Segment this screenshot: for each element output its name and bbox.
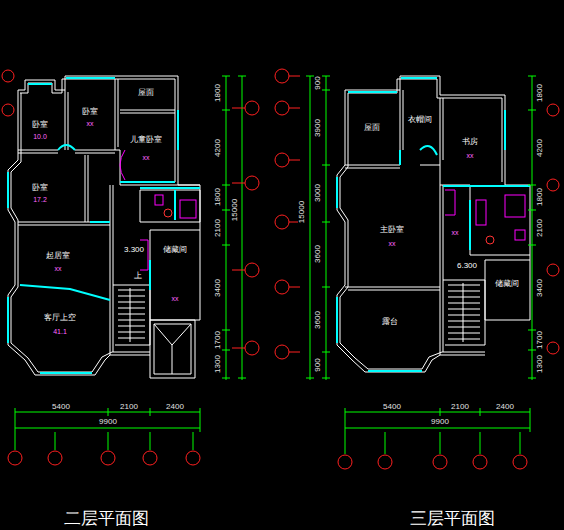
- room-label: xx: [142, 154, 151, 161]
- dimension-label: 3600: [314, 310, 322, 330]
- dimension-label: 1300: [536, 354, 544, 374]
- room-label: 屋面: [137, 89, 155, 97]
- dimension-label: 9900: [430, 418, 450, 426]
- dimension-label: 2100: [450, 403, 470, 411]
- dimension-label: 900: [314, 357, 322, 372]
- room-label: 17.2: [32, 196, 48, 203]
- dimension-label: 900: [314, 75, 322, 90]
- plan-caption: 二层平面图: [63, 510, 150, 527]
- room-label: 儿童卧室: [129, 136, 163, 144]
- room-label: xx: [54, 265, 63, 272]
- dimension-label: 4200: [214, 138, 222, 158]
- room-label: xx: [466, 152, 475, 159]
- room-label: 主卧室: [379, 226, 405, 234]
- room-label: 客厅上空: [43, 314, 77, 322]
- room-label: 41.1: [52, 328, 68, 335]
- dimension-label: 3400: [536, 278, 544, 298]
- dimension-label: 9900: [98, 418, 118, 426]
- dimension-label: 3600: [314, 244, 322, 264]
- dimension-label: 1800: [536, 83, 544, 103]
- dimension-label: 5400: [382, 403, 402, 411]
- room-label: 衣帽间: [407, 116, 433, 124]
- room-label: 露台: [381, 318, 399, 326]
- dimension-label: 1800: [536, 187, 544, 207]
- room-label: 储藏间: [494, 280, 520, 288]
- dimension-label: 1800: [214, 187, 222, 207]
- dimension-label: 1700: [536, 330, 544, 350]
- dimension-label: 2100: [119, 403, 139, 411]
- dimension-label: 3900: [314, 118, 322, 138]
- room-label: 3.300: [123, 246, 145, 254]
- dimension-label: 15000: [298, 200, 306, 224]
- room-label: xx: [451, 229, 460, 236]
- room-label: xx: [171, 295, 180, 302]
- room-label: 卧室: [81, 108, 99, 116]
- room-label: 储藏间: [162, 246, 188, 254]
- dimension-label: 1300: [214, 354, 222, 374]
- dimension-label: 3000: [314, 183, 322, 203]
- dimension-label: 4200: [536, 138, 544, 158]
- room-label: 6.300: [456, 262, 478, 270]
- dimension-label: 1800: [214, 83, 222, 103]
- room-label: xx: [388, 240, 397, 247]
- room-label: xx: [86, 120, 95, 127]
- room-label: 书房: [461, 138, 479, 146]
- room-label: 屋面: [363, 124, 381, 132]
- dimension-label: 2400: [165, 403, 185, 411]
- dimension-label: 2100: [214, 218, 222, 238]
- plan-caption: 三层平面图: [409, 510, 496, 527]
- dimension-label: 3400: [214, 278, 222, 298]
- dimension-label: 1700: [214, 330, 222, 350]
- dimension-label: 15000: [231, 198, 239, 222]
- dimension-label: 5400: [51, 403, 71, 411]
- room-label: 10.0: [32, 133, 48, 140]
- room-label: 卧室: [31, 121, 49, 129]
- dimension-label: 2100: [536, 218, 544, 238]
- room-label: 上: [133, 272, 143, 280]
- room-label: 卧室: [31, 184, 49, 192]
- dimension-label: 2400: [495, 403, 515, 411]
- room-label: 起居室: [45, 252, 71, 260]
